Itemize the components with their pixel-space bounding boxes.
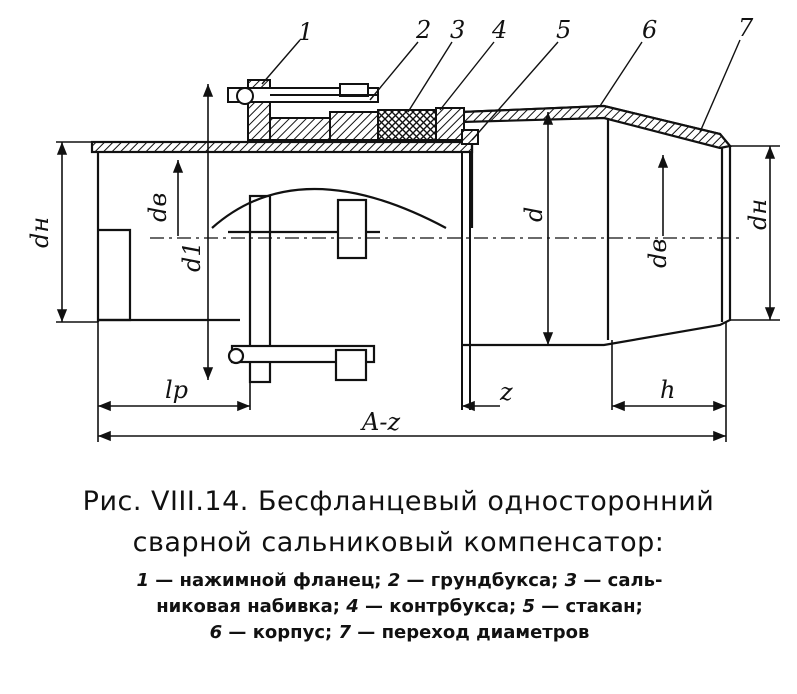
label-dv-right: dв [644,239,672,268]
legend-text-2: — грундбукса; [406,570,559,591]
callout-2: 2 [415,16,431,44]
legend-num-7: 7 [338,622,352,643]
legend-text-3a: — саль- [583,570,663,591]
legend-num-3: 3 [564,570,578,591]
dimension-lines [56,84,780,442]
legend-num-4: 4 [346,596,359,617]
callout-7: 7 [738,14,754,42]
legend-num-5: 5 [522,596,535,617]
legend-text-3b: никовая набивка; [156,596,340,617]
callout-numbers: 1 2 3 4 5 6 7 [298,14,754,46]
label-lp: lр [165,376,188,404]
housing [460,104,733,347]
callout-3: 3 [450,16,465,44]
caption-line-1: Рис. VIII.14. Бесфланцевый односторонний [82,486,715,517]
callout-1: 1 [298,18,313,46]
legend-num-2: 2 [387,570,401,591]
leader-lines [261,39,741,141]
callout-5: 5 [556,16,571,44]
callout-4: 4 [491,16,507,44]
legend-text-5: — стакан; [541,596,643,617]
dimension-labels: dн dв d1 d dв dн lр z h A-z [26,193,772,436]
legend-num-1: 1 [136,570,149,591]
inner-pipe [90,140,474,322]
legend-line-2: никовая набивка; 4 — контрбукса; 5 — ста… [12,596,787,617]
legend-text-6: — корпус; [228,622,333,643]
legend-line-3: 6 — корпус; 7 — переход диаметров [12,622,787,643]
label-a-minus-z: A-z [360,408,400,436]
label-h: h [660,376,675,404]
gland-assembly [227,79,479,145]
label-d: d [520,207,548,222]
legend-line-1: 1 — нажимной фланец; 2 — грундбукса; 3 —… [12,570,787,591]
label-dn-left: dн [26,217,54,248]
caption-line-2: сварной сальниковый компенсатор: [132,527,665,558]
legend-text-1: — нажимной фланец; [155,570,382,591]
label-dn-right: dн [744,199,772,230]
callout-6: 6 [642,16,657,44]
push-flange [211,188,447,384]
label-z: z [499,378,513,406]
legend-text-4: — контрбукса; [365,596,517,617]
label-d1: d1 [178,241,206,272]
sleeve [461,152,471,410]
label-dv-left: dв [144,193,172,222]
compensator-drawing: 1 2 3 4 5 6 7 dн dв d1 d dв dн lр z h A-… [26,14,780,442]
legend-text-7: — переход диаметров [357,622,590,643]
legend-num-6: 6 [209,622,223,643]
